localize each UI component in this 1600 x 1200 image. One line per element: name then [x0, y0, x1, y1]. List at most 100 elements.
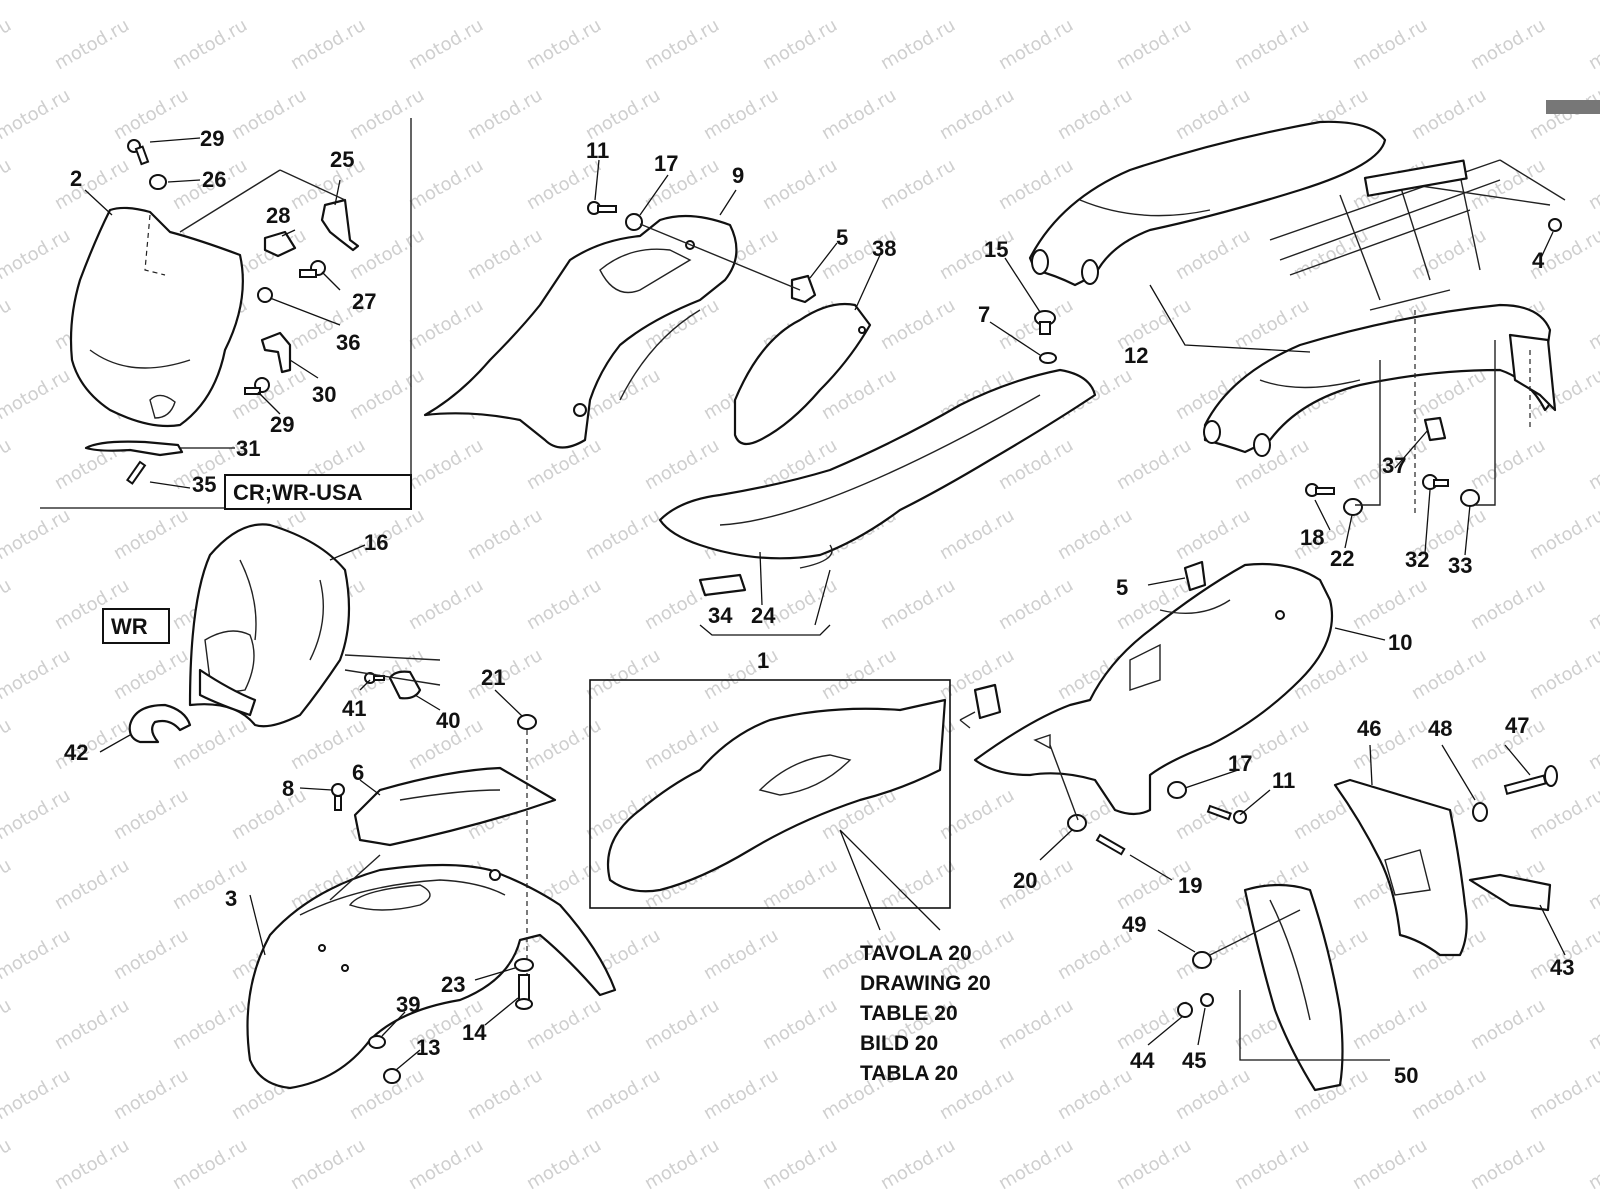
watermark-text: motod.ru: [51, 855, 133, 914]
watermark-text: motod.ru: [877, 1135, 959, 1194]
watermark-text: motod.ru: [700, 0, 782, 4]
watermark-text: motod.ru: [995, 155, 1077, 214]
watermark-text: motod.ru: [936, 785, 1018, 844]
watermark-text: motod.ru: [0, 225, 74, 284]
watermark-text: motod.ru: [0, 435, 15, 494]
watermark-text: motod.ru: [1231, 1135, 1313, 1194]
watermark-text: motod.ru: [700, 925, 782, 984]
screw-18: [1305, 483, 1335, 497]
watermark-text: motod.ru: [1585, 855, 1600, 914]
callout-39: 39: [396, 992, 420, 1017]
callout-47: 47: [1505, 713, 1529, 738]
watermark-text: motod.ru: [700, 1065, 782, 1124]
nut-44: [1177, 1002, 1193, 1018]
watermark-text: motod.ru: [1408, 85, 1490, 144]
watermark-text: motod.ru: [110, 85, 192, 144]
watermark-text: motod.ru: [1526, 1065, 1600, 1124]
callout-11b: 11: [1272, 768, 1295, 793]
watermark-text: motod.ru: [1467, 155, 1549, 214]
screw-47: [1503, 765, 1558, 795]
callout-28: 28: [266, 203, 290, 228]
watermark-text: motod.ru: [641, 15, 723, 74]
callout-6: 6: [352, 760, 364, 785]
watermark-text: motod.ru: [464, 505, 546, 564]
inset-cr-wr-usa: CR;WR-USA: [40, 118, 412, 510]
rear-fender-top: [1028, 120, 1387, 287]
callout-34: 34: [708, 603, 733, 628]
callout-44: 44: [1130, 1048, 1155, 1073]
watermark-text: motod.ru: [582, 645, 664, 704]
watermark-text: motod.ru: [995, 575, 1077, 634]
watermark-text: motod.ru: [1408, 0, 1490, 4]
watermark-text: motod.ru: [936, 85, 1018, 144]
washer-39: [368, 1035, 386, 1049]
callout-32: 32: [1405, 547, 1429, 572]
watermark-text: motod.ru: [110, 785, 192, 844]
watermark-text: motod.ru: [228, 0, 310, 4]
mudflap-50: [1243, 883, 1344, 1092]
page-edge-tab: [1546, 100, 1600, 114]
watermark-text: motod.ru: [582, 0, 664, 4]
watermark-text: motod.ru: [287, 15, 369, 74]
callout-26: 26: [202, 167, 226, 192]
watermark-text: motod.ru: [1585, 1135, 1600, 1194]
watermark-text: motod.ru: [0, 85, 74, 144]
side-panel-9: [423, 214, 738, 449]
screw-19: [1095, 833, 1126, 856]
watermark-text: motod.ru: [1585, 295, 1600, 354]
rear-fender-lower: [1203, 303, 1557, 457]
watermark-text: motod.ru: [110, 925, 192, 984]
callout-8: 8: [282, 776, 294, 801]
watermark-text: motod.ru: [1526, 505, 1600, 564]
screw-11-top: [587, 201, 617, 215]
watermark-text: motod.ru: [1113, 1135, 1195, 1194]
reference-note: TAVOLA 20 DRAWING 20 TABLE 20 BILD 20 TA…: [860, 942, 991, 1085]
watermark-text: motod.ru: [582, 1065, 664, 1124]
watermark-text: motod.ru: [1585, 715, 1600, 774]
watermark-text: motod.ru: [0, 715, 15, 774]
bracket-30: [260, 331, 292, 374]
callout-labels: 1 2 3 4 5 5 6 7 8 9 10 11 11 12 13 14 15…: [64, 126, 1574, 1088]
reflector-43: [1468, 873, 1552, 912]
screw-32: [1422, 474, 1449, 490]
clamp-40: [388, 670, 422, 700]
callout-13: 13: [416, 1035, 440, 1060]
callout-29a: 29: [200, 126, 224, 151]
callout-4: 4: [1532, 248, 1545, 273]
plate-bracket-46: [1333, 778, 1468, 957]
watermark-text: motod.ru: [582, 85, 664, 144]
watermark-text: motod.ru: [877, 855, 959, 914]
watermark-text: motod.ru: [818, 645, 900, 704]
watermark-text: motod.ru: [818, 85, 900, 144]
callout-46: 46: [1357, 716, 1381, 741]
callout-3: 3: [225, 886, 237, 911]
callout-42: 42: [64, 740, 88, 765]
watermark-text: motod.ru: [1467, 15, 1549, 74]
watermark-text: motod.ru: [0, 575, 15, 634]
callout-25: 25: [330, 147, 354, 172]
watermark-text: motod.ru: [405, 155, 487, 214]
washer-26: [149, 174, 167, 190]
watermark-text: motod.ru: [759, 1135, 841, 1194]
bolt-14: [515, 974, 533, 1010]
watermark-text: motod.ru: [405, 575, 487, 634]
callout-11a: 11: [586, 138, 609, 163]
washer-48: [1472, 802, 1488, 822]
callout-10: 10: [1388, 630, 1412, 655]
watermark-text: motod.ru: [523, 995, 605, 1054]
watermark-text: motod.ru: [523, 1135, 605, 1194]
watermark-text: motod.ru: [1054, 0, 1136, 4]
nut-13: [383, 1068, 401, 1084]
watermark-text: motod.ru: [1113, 15, 1195, 74]
panel-38: [733, 302, 872, 446]
watermark-text: motod.ru: [405, 15, 487, 74]
callout-43: 43: [1550, 955, 1574, 980]
svg-text:TABLE 20: TABLE 20: [860, 1002, 958, 1025]
inset-label: CR;WR-USA: [233, 480, 363, 505]
watermark-text: motod.ru: [1290, 0, 1372, 4]
washer-33: [1460, 489, 1480, 507]
screw-41: [364, 672, 385, 684]
watermark-text: motod.ru: [1054, 1065, 1136, 1124]
callout-9: 9: [732, 163, 744, 188]
callout-41: 41: [342, 696, 366, 721]
